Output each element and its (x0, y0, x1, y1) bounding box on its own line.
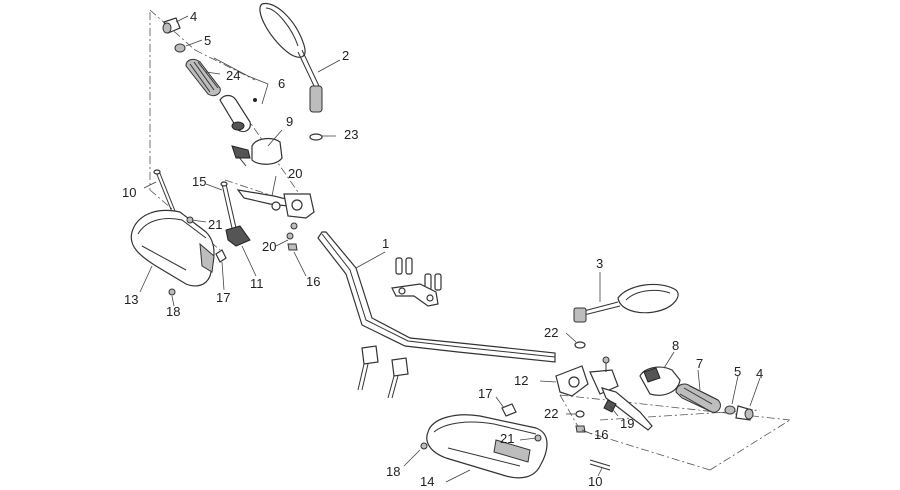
lever-guard-bracket (225, 225, 251, 247)
right-mirror (573, 283, 679, 323)
callout-8: 8 (672, 338, 679, 353)
callout-19: 19 (620, 416, 634, 431)
callout-4-left: 4 (190, 9, 197, 24)
bar-end-weight-left (162, 17, 181, 34)
brake-reservoir-assembly (589, 356, 619, 395)
clip-17-left (215, 249, 227, 263)
washer-22-bottom (575, 410, 585, 418)
right-switch-housing (639, 366, 681, 396)
bolt-10-bottom (589, 459, 611, 471)
nut-16-left (287, 243, 298, 251)
callout-22-top: 22 (544, 325, 558, 340)
clutch-lever (236, 189, 291, 211)
handlebar (317, 231, 556, 363)
right-hand-guard (426, 414, 548, 479)
callout-24: 24 (226, 68, 240, 83)
callout-17-right: 17 (478, 386, 492, 401)
clip-17-right (501, 403, 517, 417)
callout-6: 6 (278, 76, 285, 91)
leader-lines (139, 15, 761, 483)
callout-5-left: 5 (204, 33, 211, 48)
right-grip (675, 383, 721, 413)
callout-12: 12 (514, 373, 528, 388)
brake-master-cylinder (555, 365, 589, 397)
left-grip (185, 58, 221, 97)
bar-end-weight-right (735, 405, 754, 421)
screw-18-left (168, 288, 176, 296)
throttle-grip (219, 94, 257, 133)
nut-16-right (575, 425, 586, 433)
bolt-10-left (153, 169, 176, 213)
clutch-master-cylinder (283, 193, 315, 240)
callout-10-bottom: 10 (588, 474, 602, 489)
callout-21-left: 21 (208, 217, 222, 232)
callout-15: 15 (192, 174, 206, 189)
spacer-left (174, 43, 186, 53)
left-switch-housing (231, 137, 283, 167)
callout-13: 13 (124, 292, 138, 307)
callout-18-left: 18 (166, 304, 180, 319)
callout-labels: 1 2 3 4 4 5 5 6 7 8 9 10 10 11 12 13 14 … (122, 9, 763, 489)
callout-11: 11 (250, 276, 264, 291)
callout-10-left: 10 (122, 185, 136, 200)
spacer-right (724, 405, 736, 415)
washer-22-top (574, 341, 586, 349)
callout-21-bottom: 21 (500, 431, 514, 446)
callout-4-right: 4 (756, 366, 763, 381)
callout-7: 7 (696, 356, 703, 371)
callout-3: 3 (596, 256, 603, 271)
callout-22-bottom: 22 (544, 406, 558, 421)
callout-16-left: 16 (306, 274, 320, 289)
callout-1: 1 (382, 236, 389, 251)
callout-5-right: 5 (734, 364, 741, 379)
callout-16-right: 16 (594, 427, 608, 442)
washer-23 (309, 133, 323, 141)
screw-18-bottom (420, 442, 428, 450)
callout-17-left: 17 (216, 290, 230, 305)
left-mirror (259, 2, 323, 113)
callout-14: 14 (420, 474, 434, 489)
callout-23: 23 (344, 127, 358, 142)
left-hand-guard (130, 209, 215, 287)
bar-end-adapters (357, 345, 409, 399)
callout-2: 2 (342, 48, 349, 63)
callout-18-bottom: 18 (386, 464, 400, 479)
callout-9: 9 (286, 114, 293, 129)
bolt-15 (220, 181, 237, 229)
callout-20-top: 20 (288, 166, 302, 181)
callout-20-mid: 20 (262, 239, 276, 254)
